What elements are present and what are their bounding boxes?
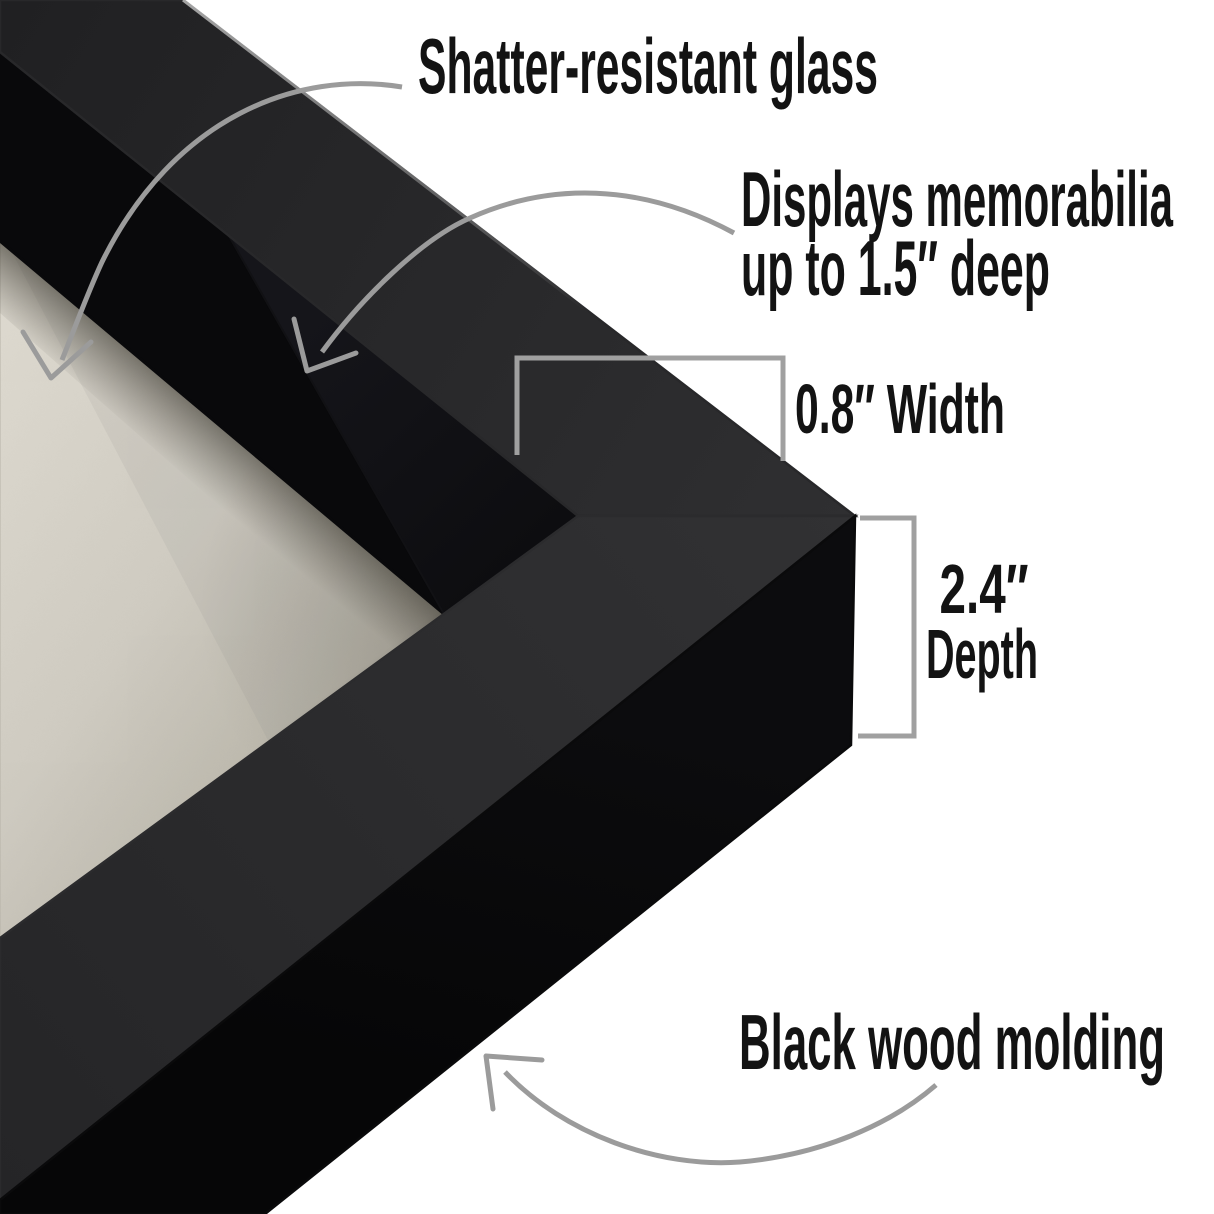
display-label-line2: up to 1.5″ deep (741, 224, 1050, 312)
depth-value-label: 2.4″ (940, 550, 1029, 628)
molding-label: Black wood molding (739, 998, 1165, 1086)
frame-edge-highlight (182, 0, 591, 315)
display-arrow-head (291, 316, 359, 374)
annotation-arrows (20, 81, 938, 1166)
width-bracket (514, 355, 786, 461)
depth-bracket (858, 515, 917, 739)
molding-arrow-shaft (503, 1070, 938, 1166)
glass-label: Shatter-resistant glass (418, 22, 878, 110)
display-arrow-shaft (319, 190, 736, 354)
dimension-brackets (514, 355, 917, 739)
molding-arrow-head (483, 1053, 545, 1112)
display-label-line1: Displays memorabilia (741, 155, 1173, 243)
frame-outer-side-face (0, 513, 857, 1214)
glass-arrow-shaft (59, 81, 403, 361)
glass-arrow-head (20, 329, 94, 381)
width-label: 0.8″ Width (795, 370, 1005, 448)
depth-word-label: Depth (926, 615, 1038, 693)
